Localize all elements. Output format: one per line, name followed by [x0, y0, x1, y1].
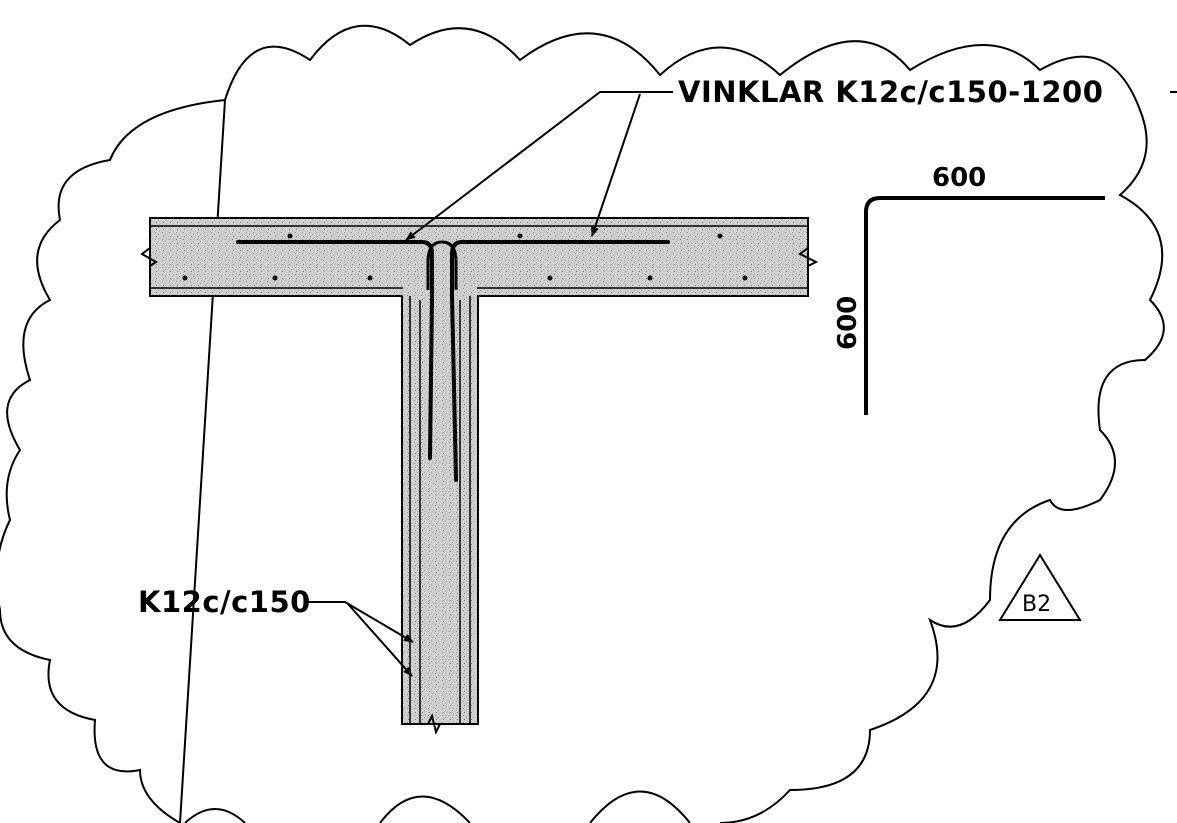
angle-leg-vertical-dimension: 600	[833, 296, 863, 350]
angle-leg-horizontal-dimension: 600	[932, 163, 986, 193]
revision-marker-text: B2	[1022, 592, 1051, 617]
angle-bar-left	[236, 240, 434, 460]
wall-rebar-label: K12c/c150	[138, 585, 311, 619]
wall-section	[401, 295, 479, 725]
wall-rebar-leader	[305, 601, 414, 643]
wall-break-symbol	[427, 713, 441, 735]
angle-bar-right	[450, 240, 670, 482]
top-rebar-label: VINKLAR K12c/c150-1200	[678, 75, 1103, 109]
angle-bar-shape	[864, 196, 1105, 415]
slab-bar-dots	[182, 233, 748, 281]
revision-triangle	[998, 553, 1082, 621]
u-hook	[426, 240, 458, 290]
revision-cloud	[0, 24, 1165, 823]
break-symbol-left	[140, 247, 158, 267]
break-symbol-right	[798, 247, 819, 267]
wall-rebar-leader-2	[347, 603, 413, 677]
revision-cloud-bottom-arcs	[184, 790, 691, 823]
wall-slab-joint-cover	[403, 287, 477, 299]
slab-section	[149, 217, 809, 297]
top-rebar-leader-2	[591, 93, 641, 237]
top-rebar-leader	[405, 91, 673, 241]
